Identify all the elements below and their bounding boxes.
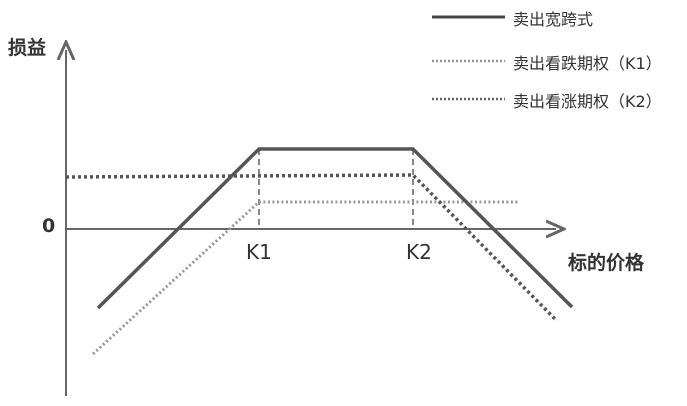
legend-item-short-strangle: 卖出宽跨式 <box>513 10 594 29</box>
short-call-k2-line <box>65 173 559 323</box>
x-axis-label: 标的价格 <box>568 252 645 274</box>
legend-item-short-call: 卖出看涨期权（K2） <box>513 92 662 111</box>
short-put-k1-line <box>91 200 520 356</box>
zero-label: 0 <box>42 215 56 237</box>
k2-label: K2 <box>406 240 432 264</box>
k1-label: K1 <box>246 240 272 264</box>
y-axis-label: 损益 <box>8 37 47 59</box>
legend-item-short-put: 卖出看跌期权（K1） <box>513 54 662 73</box>
short-strangle-line <box>96 147 574 310</box>
